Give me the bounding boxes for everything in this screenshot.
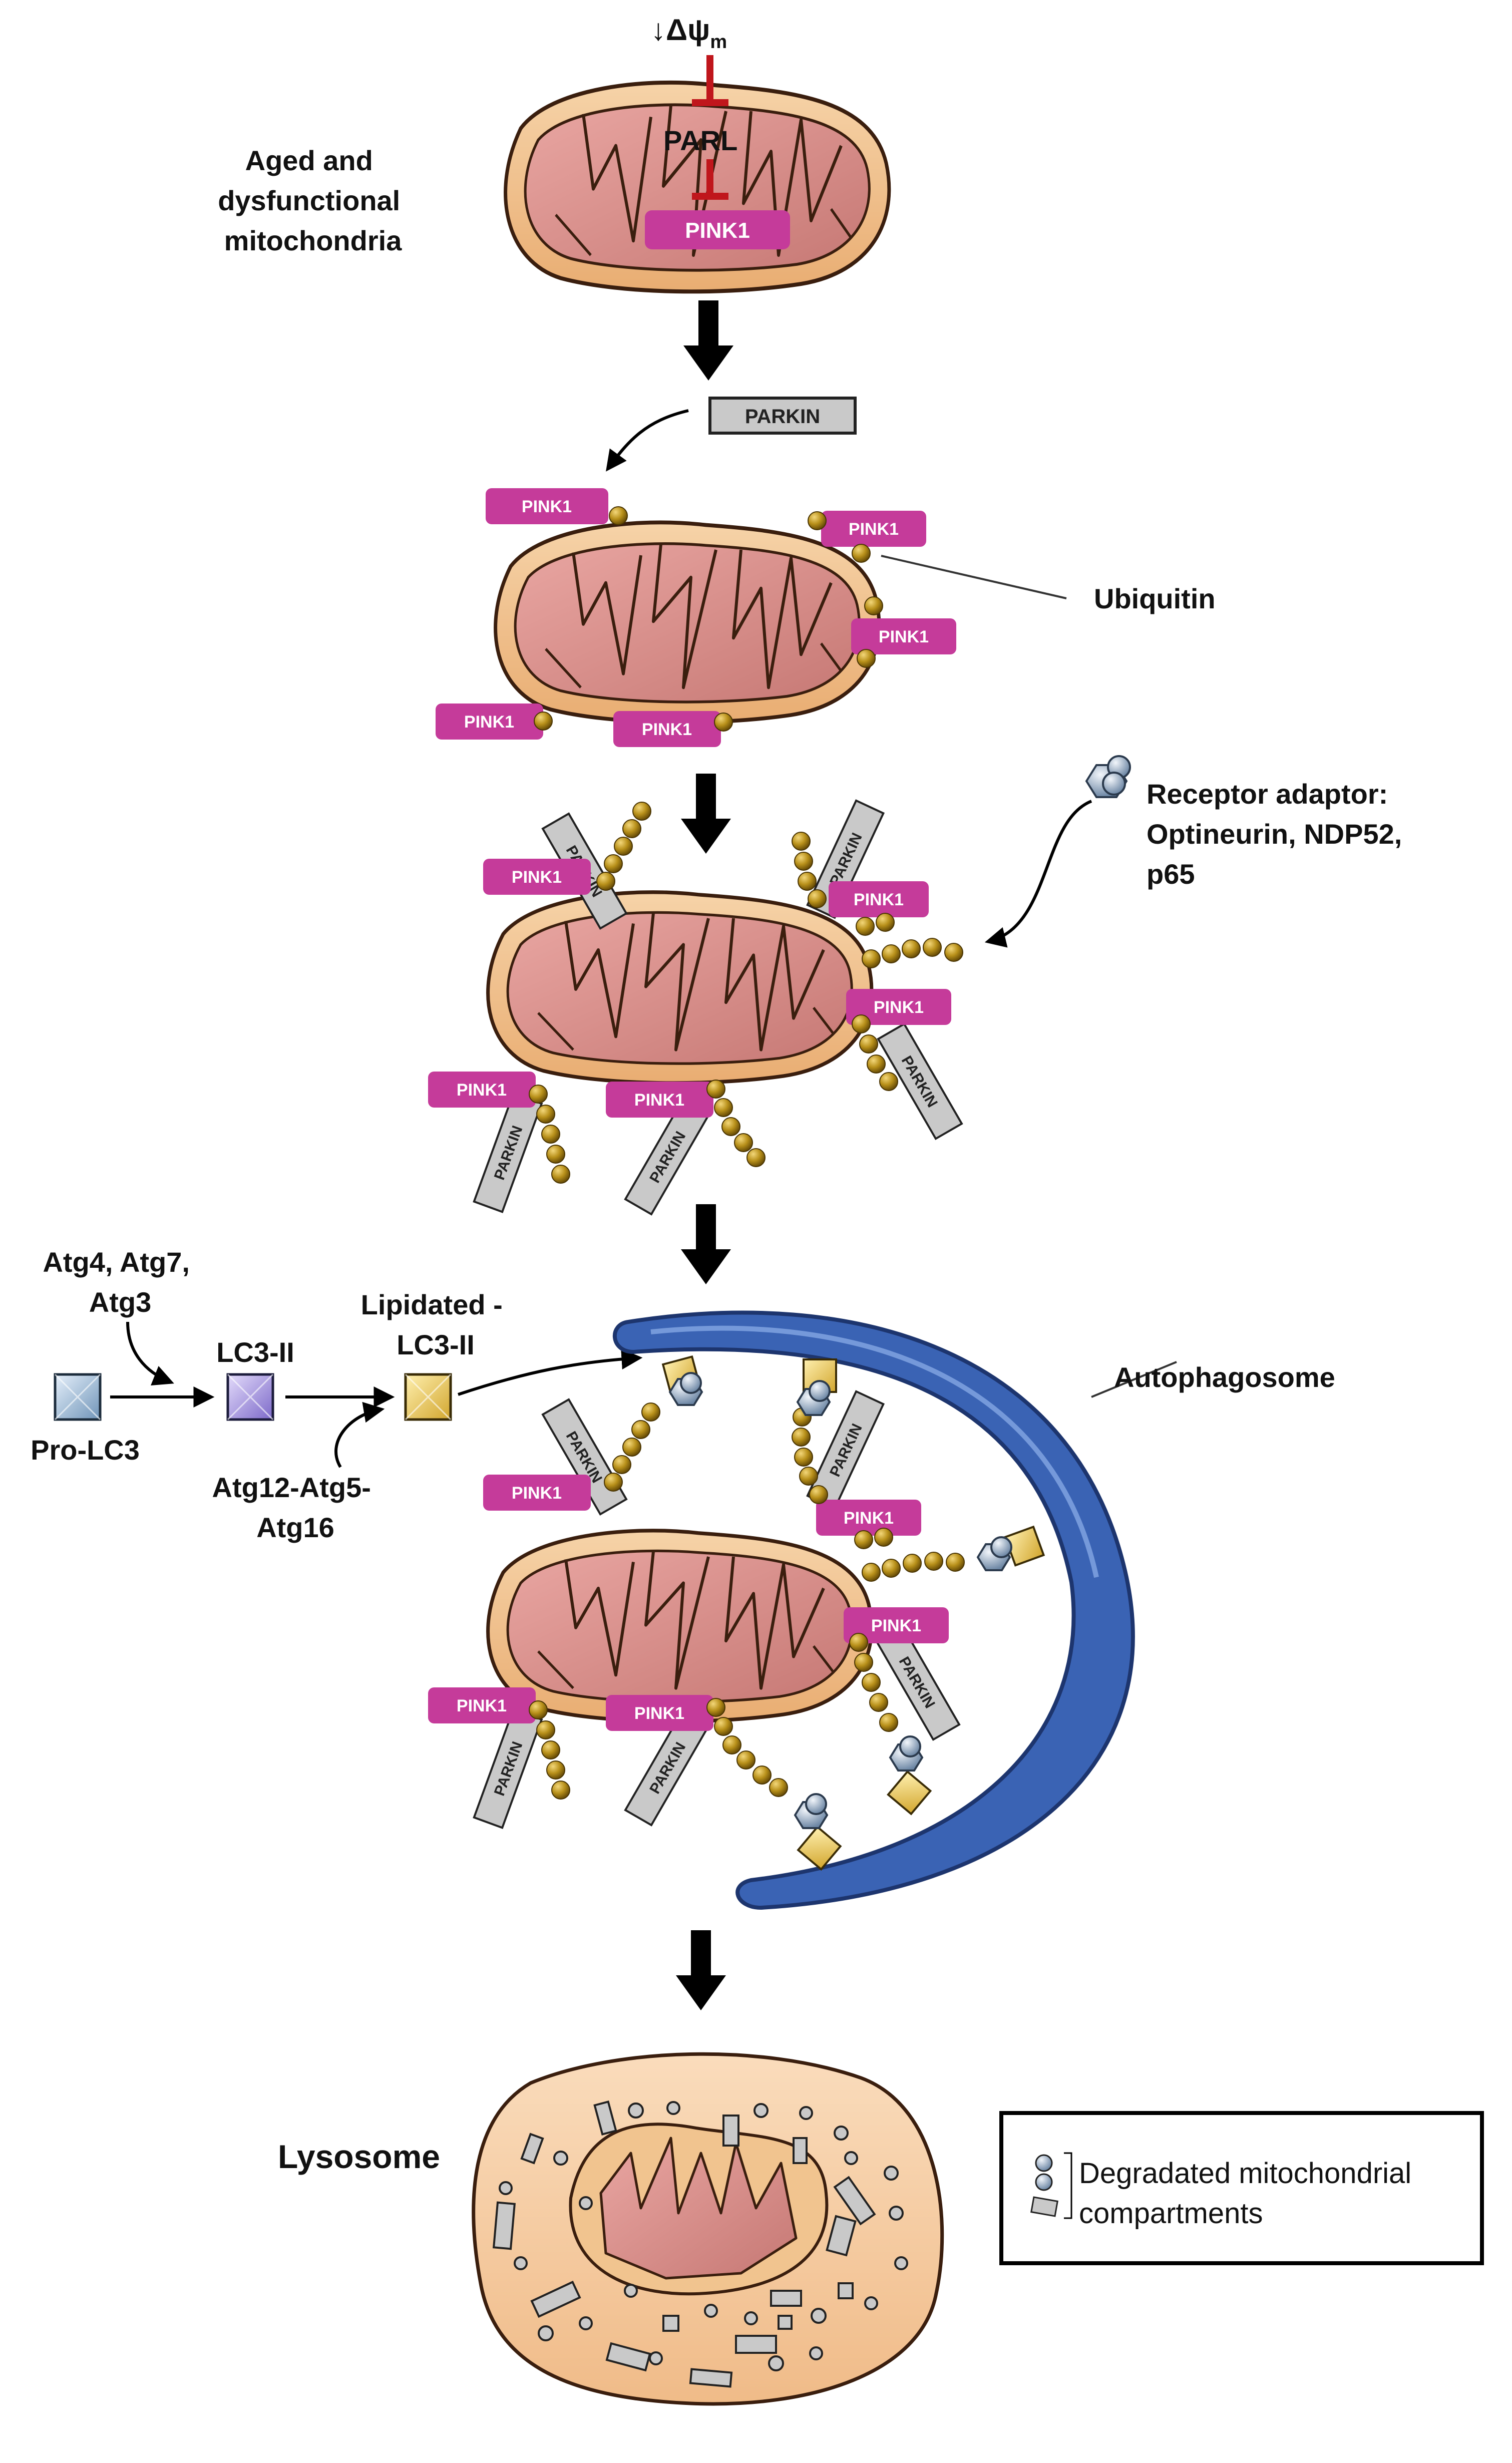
ubiquitin-bead	[808, 511, 827, 530]
ubiquitin-bead	[609, 506, 628, 525]
ubiquitin-bead	[534, 712, 553, 731]
pink1-tag-label: PINK1	[849, 520, 899, 539]
pink1-tag-label: PINK1	[642, 720, 692, 739]
flow-arrow-4	[676, 1930, 726, 2010]
pink1-tags-stage-4: PINK1 PINK1 PINK1 PINK1 PINK1	[428, 1475, 949, 1731]
svg-text:PINK1: PINK1	[844, 1509, 894, 1528]
ubiquitin-bead	[864, 596, 883, 615]
inhibition-symbol-top	[692, 55, 728, 106]
ubiquitin-pointer-line	[881, 555, 1067, 599]
svg-text:PINK1: PINK1	[634, 1704, 684, 1723]
autophagosome-membrane	[613, 1310, 1135, 1910]
pink1-box-top	[645, 210, 790, 249]
legend-label: Degradated mitochondrial compartments	[1079, 2157, 1419, 2230]
atg4-arrow	[126, 1321, 174, 1386]
pink1-tag-label: PINK1	[879, 627, 929, 646]
parkin-recruit-arrow	[606, 409, 689, 472]
ubiquitin-bead	[852, 544, 871, 563]
ubiquitin-bead	[857, 649, 876, 668]
parl-label: PARL	[663, 125, 737, 156]
ubiquitin-label: Ubiquitin	[1094, 583, 1216, 614]
legend-bracket	[1064, 2152, 1072, 2219]
autophagosome-label: Autophagosome	[1114, 1361, 1335, 1393]
aged-mito-label: Aged and dysfunctional mitochondria	[218, 145, 408, 256]
lipidated-lc3-ii-label: Lipidated - LC3-II	[361, 1289, 511, 1360]
pink1-tag	[436, 703, 543, 740]
mitochondrion-stage-3	[488, 892, 872, 1083]
pink1-tag	[821, 511, 926, 547]
autophagosome-pointer-line	[1091, 1361, 1177, 1398]
degraded-compartment-debris	[492, 2100, 876, 2388]
inhibition-symbol-bottom	[692, 159, 728, 200]
svg-text:PINK1: PINK1	[874, 998, 924, 1017]
pink1-tags-stage-3: PINK1 PINK1 PINK1 PINK1 PINK1	[428, 859, 951, 1118]
lysosome-label: Lysosome	[278, 2138, 440, 2175]
legend-sphere-icon	[1035, 2154, 1053, 2172]
delta-psi-label: ↓Δψm	[651, 13, 727, 53]
lc3-ii-label: LC3-II	[216, 1336, 294, 1368]
svg-text:PINK1: PINK1	[457, 1696, 507, 1715]
parkin-box-label: PARKIN	[745, 406, 820, 428]
receptor-lc3-anchors	[661, 1355, 1045, 1871]
mitochondrion-stage-2	[496, 522, 879, 722]
mitochondrion-stage-4	[488, 1531, 872, 1721]
flow-arrow-1	[683, 300, 733, 381]
legend-sphere-icon	[1035, 2173, 1053, 2191]
pink1-tags-stage-2: PINK1 PINK1 PINK1 PINK1 PINK1	[436, 488, 956, 747]
atg12-arrow	[334, 1401, 385, 1468]
flow-arrow-3	[681, 1204, 731, 1284]
aged-mitochondrion	[506, 83, 889, 291]
degraded-compartment-spheres	[499, 2101, 908, 2371]
flow-arrow-2	[681, 774, 731, 854]
svg-text:PINK1: PINK1	[871, 1616, 921, 1635]
ubiquitin-bead	[714, 713, 733, 732]
svg-text:PINK1: PINK1	[854, 890, 904, 909]
parkin-box	[708, 397, 857, 435]
receptor-adaptor-arrow	[984, 800, 1092, 948]
lipidated-to-autophagosome-arrow	[458, 1348, 643, 1396]
legend-box	[999, 2111, 1484, 2265]
pink1-label-top: PINK1	[685, 218, 750, 243]
pink1-tag	[613, 711, 721, 747]
legend: Degradated mitochondrial compartments	[999, 2111, 1484, 2265]
svg-text:PINK1: PINK1	[457, 1081, 507, 1100]
atg12-atg5-atg16-label: Atg12-Atg5- Atg16	[212, 1472, 379, 1543]
svg-text:PINK1: PINK1	[512, 868, 562, 887]
svg-text:PINK1: PINK1	[634, 1091, 684, 1110]
pro-lc3-label: Pro-LC3	[31, 1434, 140, 1466]
svg-text:PINK1: PINK1	[512, 1484, 562, 1503]
receptor-adaptor-label: Receptor adaptor: Optineurin, NDP52, p65	[1147, 778, 1410, 890]
atg4-atg7-atg3-label: Atg4, Atg7, Atg3	[43, 1246, 197, 1318]
legend-fragment-icon	[1030, 2196, 1058, 2217]
pink1-tag-label: PINK1	[464, 713, 514, 732]
receptor-adaptor-icon	[1085, 755, 1131, 798]
pink1-tag	[851, 618, 956, 654]
lysosome	[472, 2052, 944, 2406]
pink1-tag-label: PINK1	[522, 497, 572, 516]
pink1-tag	[486, 488, 608, 524]
